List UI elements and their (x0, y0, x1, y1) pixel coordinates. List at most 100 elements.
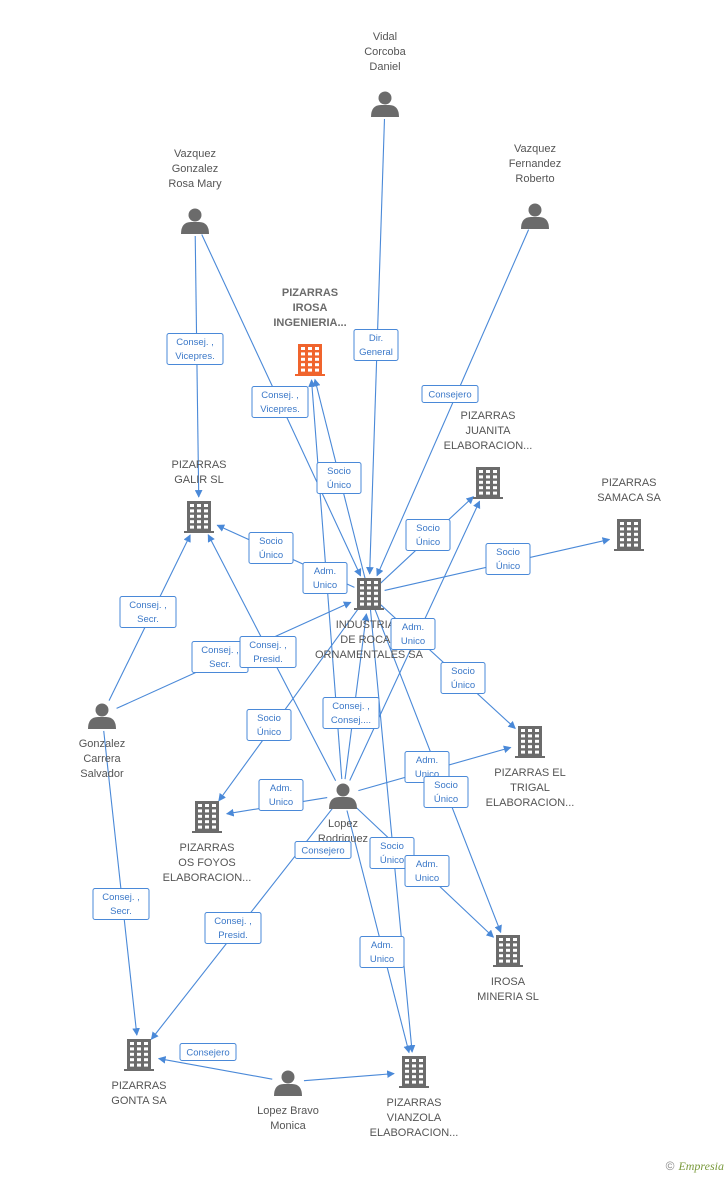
edge-lopezr-vianzola (346, 810, 412, 1054)
node-label: GALIR SL (174, 474, 224, 486)
edge-industrias-foyos (218, 606, 361, 802)
node-gonta[interactable]: PIZARRAS GONTA SA (111, 1039, 167, 1107)
building-icon (473, 467, 503, 499)
node-trigal[interactable]: PIZARRAS ELTRIGALELABORACION... (486, 726, 575, 809)
node-label: PIZARRAS (386, 1097, 441, 1109)
person-icon (274, 1070, 302, 1096)
edge-label-text: Consejero (186, 1048, 229, 1059)
edge-label-vidal-industrias[interactable]: Dir. General (353, 329, 399, 361)
edge-label-text: Adm. (371, 940, 393, 951)
edge-label-lopezr-irosaing[interactable]: Consej. ,Consej.... (322, 697, 380, 729)
edge-label-lopezr-juanita[interactable]: Adm.Unico (390, 618, 436, 650)
building-icon (192, 801, 222, 833)
edge-label-text: Único (416, 537, 440, 548)
node-label: VIANZOLA (387, 1112, 442, 1124)
edge-label-text: Socio (416, 523, 440, 534)
node-label: IROSA (491, 976, 526, 988)
edge-label-text: Secr. (209, 659, 231, 670)
node-label: PIZARRAS (282, 287, 338, 299)
edge-lopezr-industrias (344, 613, 370, 780)
edge-label-gcsalvador-galir[interactable]: Consej. , Secr. (119, 596, 177, 628)
edge-label-lopezr-vianzola[interactable]: Consejero (294, 841, 352, 859)
edge-label-text: Consej. , (129, 600, 167, 611)
node-label: Vazquez (514, 143, 556, 155)
edge-label-text: Socio (257, 713, 281, 724)
edge-label-text: Consej. , (201, 645, 239, 656)
node-irosaing[interactable]: PIZARRASIROSAINGENIERIA... (273, 287, 347, 376)
edge-label-gcsalvador-gonta[interactable]: Consej. ,Secr. (92, 888, 150, 920)
edge-label-text: Socio (434, 780, 458, 791)
node-label: PIZARRAS (111, 1080, 166, 1092)
edge-label-text: Consej. , (176, 337, 214, 348)
copyright-symbol: © (665, 1159, 675, 1173)
edge-label-text: Unico (313, 580, 337, 591)
edge-label-text: Socio (496, 547, 520, 558)
edge-label-text: Secr. (137, 614, 159, 625)
node-vianzola[interactable]: PIZARRASVIANZOLAELABORACION... (370, 1056, 459, 1139)
building-icon (614, 519, 644, 551)
node-label: Monica (270, 1120, 306, 1132)
building-icon (399, 1056, 429, 1088)
edge-label-text: Consej. , (214, 916, 252, 927)
building-icon (295, 344, 325, 376)
edge-label-lopezr-irosamin[interactable]: Adm.Unico (404, 855, 450, 887)
edge-label-vfroberto-industrias[interactable]: Consejero (421, 385, 479, 403)
edge-label-text: Único (451, 680, 475, 691)
node-label: Salvador (80, 768, 124, 780)
edge-label-text: Único (496, 561, 520, 572)
node-label: Gonzalez (172, 163, 218, 175)
edge-label-text: Dir. (369, 333, 383, 344)
edge-label-text: Unico (269, 797, 293, 808)
edge-label-lopezr-foyos[interactable]: Adm.Unico (258, 779, 304, 811)
edge-label-text: Adm. (314, 566, 336, 577)
node-label: GONTA SA (111, 1095, 167, 1107)
node-label: INGENIERIA... (273, 317, 346, 329)
person-icon (521, 203, 549, 229)
building-icon (124, 1039, 154, 1071)
edge-label-lbmonica-gonta[interactable]: Consejero (179, 1043, 237, 1061)
edge-label-text: Secr. (110, 906, 132, 917)
edge-label-text: Socio (380, 841, 404, 852)
edge-label-text: Único (257, 727, 281, 738)
edge-label-text: Único (380, 855, 404, 866)
person-icon (181, 208, 209, 234)
edge-label-text: General (359, 347, 393, 358)
node-juanita[interactable]: PIZARRASJUANITAELABORACION... (444, 410, 533, 499)
node-label: Lopez (328, 818, 358, 830)
person-icon (88, 703, 116, 729)
edge-label-vgrosa-industrias[interactable]: Consej. ,Vicepres. (251, 386, 309, 418)
brand-name: Empresia (678, 1159, 724, 1173)
edge-label-vgrosa-galir[interactable]: Consej. ,Vicepres. (166, 333, 224, 365)
edge-label-text: Único (327, 480, 351, 491)
edge-industrias-vianzola (369, 609, 416, 1053)
node-label: ELABORACION... (444, 440, 533, 452)
edge-label-lopezr-industrias[interactable]: Adm. Unico (302, 562, 348, 594)
node-label: Vidal (373, 31, 397, 43)
edge-label-lopezr-gonta[interactable]: Consej. ,Presid. (204, 912, 262, 944)
edge-label-text: Único (434, 794, 458, 805)
edge-label-text: Adm. (402, 622, 424, 633)
edge-label-text: Presid. (253, 654, 283, 665)
edge-label-text: Consejero (428, 390, 471, 401)
edge-label-lbmonica-vianzola[interactable]: Adm.Unico (359, 936, 405, 968)
edge-label-lopezr-galir[interactable]: Consej. ,Presid. (239, 636, 297, 668)
edge-label-text: Consej. , (261, 390, 299, 401)
